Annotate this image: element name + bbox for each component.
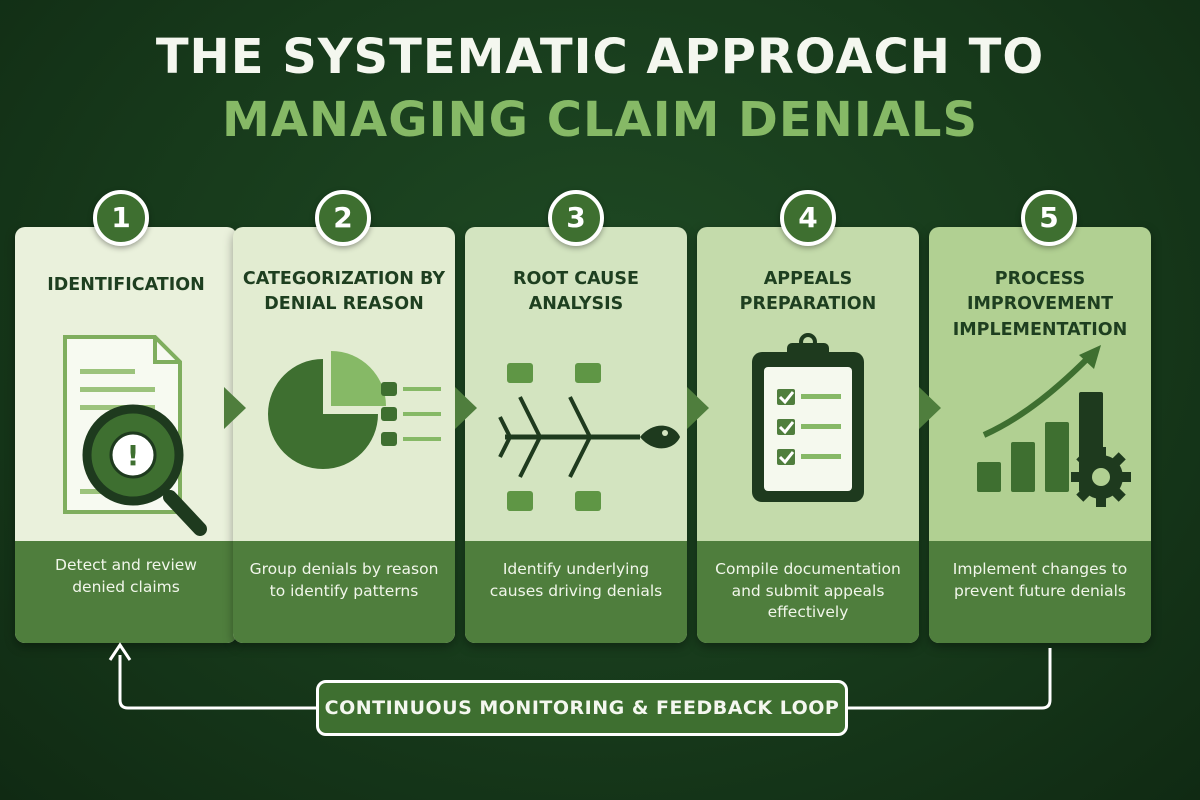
step-card-appeals: APPEALS PREPARATION Compile documentatio… xyxy=(697,227,919,643)
step-heading: APPEALS PREPARATION xyxy=(739,269,877,315)
step-number-badge: 1 xyxy=(93,190,149,246)
step-footer xyxy=(15,541,237,643)
step-card-categorization: CATEGORIZATION BY DENIAL REASON Group de… xyxy=(233,227,455,643)
step-description: Implement changes to prevent future deni… xyxy=(952,560,1128,600)
step-card-root-cause: ROOT CAUSE ANALYSIS Identify underlying … xyxy=(465,227,687,643)
step-card-process-improvement: PROCESS IMPROVEMENT IMPLEMENTATION Imple… xyxy=(929,227,1151,643)
step-footer xyxy=(233,541,455,643)
step-number-badge: 5 xyxy=(1021,190,1077,246)
step-heading: IDENTIFICATION xyxy=(47,275,205,295)
step-card-identification: IDENTIFICATION ! Detect and review denie… xyxy=(15,227,237,643)
pie-chart-icon xyxy=(268,351,441,469)
chevron-right-icon xyxy=(687,387,709,429)
infographic-title: THE SYSTEMATIC APPROACH TO MANAGING CLAI… xyxy=(0,29,1200,149)
chevron-right-icon xyxy=(224,387,246,429)
step-footer xyxy=(465,541,687,643)
chevron-right-icon xyxy=(919,387,941,429)
step-number-badge: 4 xyxy=(780,190,836,246)
fishbone-diagram-icon xyxy=(498,363,680,511)
step-heading: PROCESS IMPROVEMENT IMPLEMENTATION xyxy=(952,269,1128,340)
step-description: Compile documentation and submit appeals… xyxy=(715,560,901,622)
step-heading: ROOT CAUSE ANALYSIS xyxy=(513,269,639,315)
step-footer xyxy=(697,541,919,643)
title-line-2: MANAGING CLAIM DENIALS xyxy=(221,92,979,149)
step-description: Group denials by reason to identify patt… xyxy=(249,560,439,600)
step-description: Detect and review denied claims xyxy=(55,556,197,596)
growth-chart-gear-icon xyxy=(977,345,1131,507)
title-line-1: THE SYSTEMATIC APPROACH TO xyxy=(155,29,1045,85)
step-footer xyxy=(929,541,1151,643)
svg-text:!: ! xyxy=(127,439,140,472)
feedback-loop-label: CONTINUOUS MONITORING & FEEDBACK LOOP xyxy=(316,680,848,736)
chevron-right-icon xyxy=(455,387,477,429)
document-magnifier-icon: ! xyxy=(63,335,207,536)
step-heading: CATEGORIZATION BY DENIAL REASON xyxy=(242,269,446,315)
step-number-badge: 3 xyxy=(548,190,604,246)
step-description: Identify underlying causes driving denia… xyxy=(489,560,663,600)
clipboard-checklist-icon xyxy=(752,333,864,502)
step-number-badge: 2 xyxy=(315,190,371,246)
